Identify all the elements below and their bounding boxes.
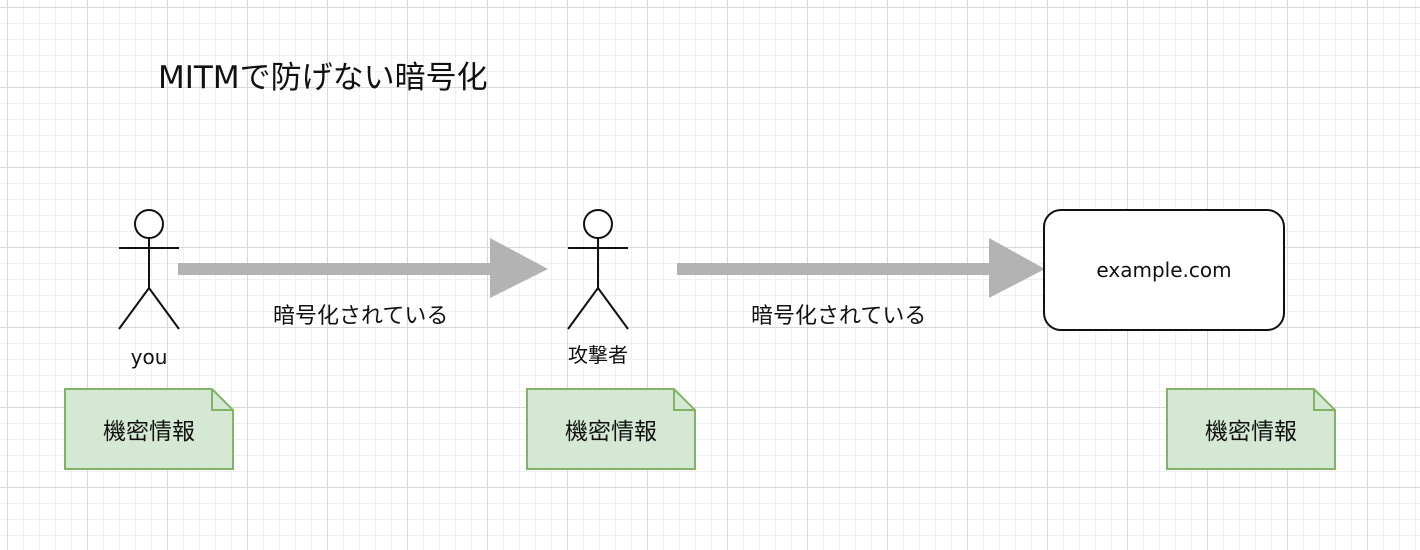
actor-you[interactable]: [117, 208, 181, 332]
actor-attacker[interactable]: [566, 208, 630, 332]
edge-arrow-you-to-attacker[interactable]: [178, 238, 550, 300]
note-label: 機密情報: [103, 419, 195, 445]
note-label: 機密情報: [565, 419, 657, 445]
stick-figure-icon: [118, 209, 180, 330]
actor-label-you: you: [130, 345, 168, 369]
note-shape: [64, 388, 234, 470]
note-label: 機密情報: [1205, 419, 1297, 445]
note-secret-server[interactable]: 機密情報: [1166, 388, 1336, 470]
stick-figure-icon: [567, 209, 629, 330]
note-shape: [1166, 388, 1336, 470]
arrow-shape: [178, 238, 548, 298]
note-secret-attacker[interactable]: 機密情報: [526, 388, 696, 470]
diagram-title: MITMで防げない暗号化: [158, 60, 488, 96]
note-shape: [526, 388, 696, 470]
server-label: example.com: [1096, 258, 1232, 282]
edge-label-1: 暗号化されている: [273, 304, 449, 329]
edge-label-2: 暗号化されている: [751, 304, 927, 329]
server-node[interactable]: example.com: [1043, 209, 1285, 331]
edge-arrow-attacker-to-server[interactable]: [677, 238, 1049, 300]
arrow-shape: [677, 238, 1045, 298]
note-secret-you[interactable]: 機密情報: [64, 388, 234, 470]
actor-label-attacker: 攻撃者: [568, 343, 628, 367]
